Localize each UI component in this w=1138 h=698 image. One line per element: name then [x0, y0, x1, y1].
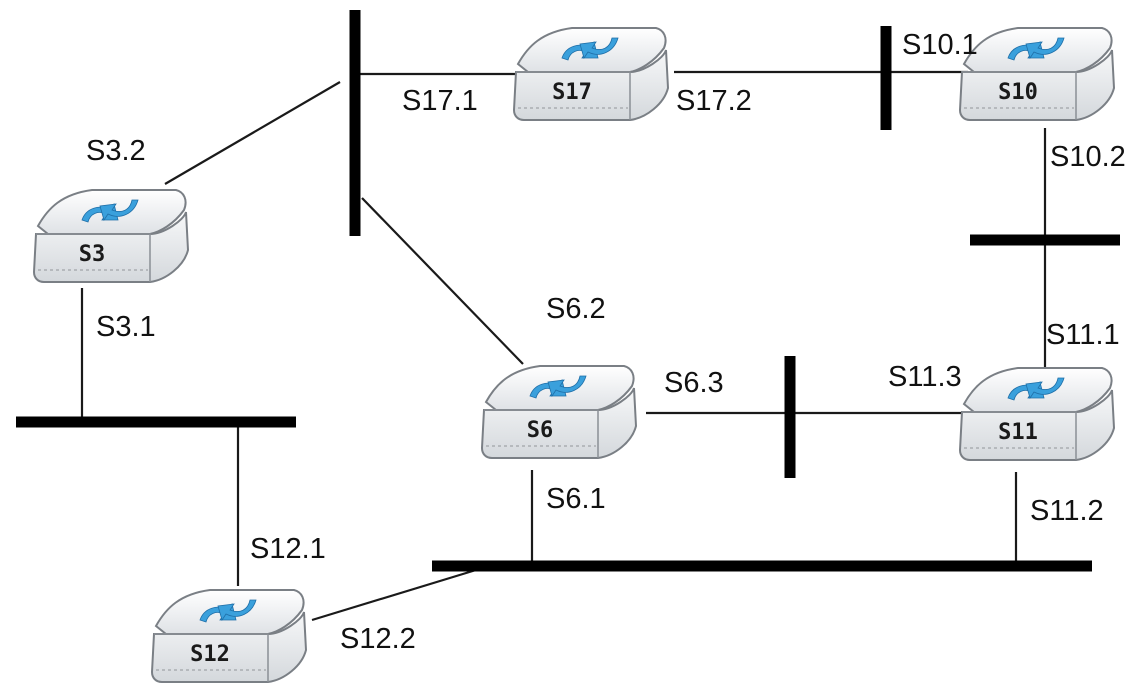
link-s12-bus6 [311, 568, 477, 622]
switch-label: S17 [552, 80, 592, 105]
bus-bars [16, 10, 1120, 572]
port-label-s10-1: S10.1 [902, 29, 978, 61]
link-bus1-s6 [361, 197, 524, 365]
links [80, 70, 1047, 622]
port-label-s6-1: S6.1 [546, 483, 606, 515]
switch-icon [513, 27, 669, 121]
switch-label: S11 [998, 420, 1038, 445]
switch-icon [33, 189, 189, 283]
switch-s6[interactable]: S6 [481, 365, 637, 459]
port-label-s12-2: S12.2 [340, 623, 416, 655]
switch-icon [481, 365, 637, 459]
port-label-s17-2: S17.2 [676, 85, 752, 117]
port-label-s3-1: S3.1 [96, 311, 156, 343]
port-label-s17-1: S17.1 [402, 85, 478, 117]
port-label-s6-3: S6.3 [664, 367, 724, 399]
switch-label: S10 [998, 80, 1038, 105]
port-label-s10-2: S10.2 [1050, 141, 1126, 173]
port-label-s11-1: S11.1 [1046, 319, 1120, 351]
switch-label: S6 [527, 418, 554, 443]
port-label-s6-2: S6.2 [546, 293, 606, 325]
port-label-s3-2: S3.2 [86, 135, 146, 167]
switch-icon [959, 27, 1115, 121]
switch-label: S12 [190, 642, 230, 667]
switch-s17[interactable]: S17 [513, 27, 669, 121]
switch-s11[interactable]: S11 [959, 367, 1115, 461]
switch-icon [959, 367, 1115, 461]
port-label-s11-2: S11.2 [1030, 495, 1104, 527]
switch-s3[interactable]: S3 [33, 189, 189, 283]
switch-label: S3 [79, 242, 106, 267]
port-label-s11-3: S11.3 [888, 361, 962, 393]
link-bus1-s3 [164, 81, 341, 185]
switch-s12[interactable]: S12 [151, 589, 307, 683]
switch-icon [151, 589, 307, 683]
port-labels: S3.2 S3.1 S17.1 S17.2 S10.1 S10.2 S11.1 … [86, 29, 1126, 655]
port-label-s12-1: S12.1 [250, 533, 326, 565]
switch-s10[interactable]: S10 [959, 27, 1115, 121]
